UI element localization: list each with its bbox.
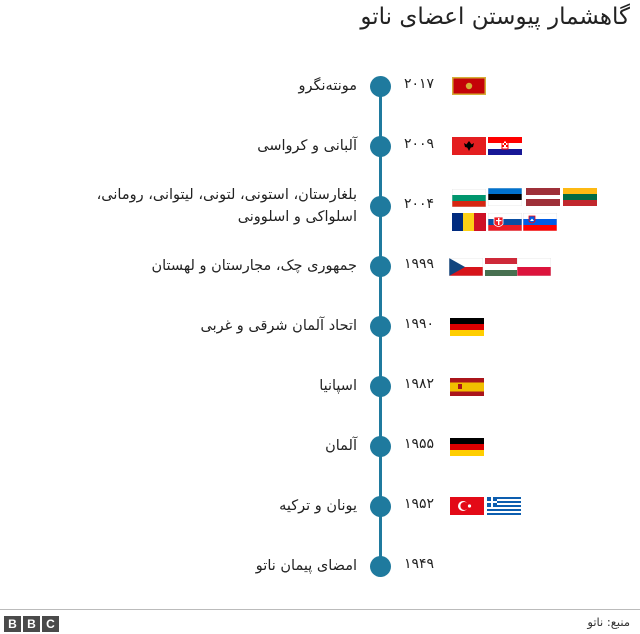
timeline-row-1949: ۱۹۴۹ امضای پیمان ناتو <box>0 536 640 596</box>
lithuania-flag <box>563 188 597 206</box>
timeline-dot <box>370 136 391 157</box>
year-label: ۲۰۱۷ <box>404 76 435 92</box>
slovenia-flag <box>523 213 557 231</box>
year-label: ۲۰۰۴ <box>404 196 435 212</box>
event-label: امضای پیمان ناتو <box>255 558 357 574</box>
timeline-row-2009: ۲۰۰۹ آلبانی و کرواسی <box>0 116 640 176</box>
slovakia-flag <box>488 213 522 231</box>
czech-flag <box>449 258 483 276</box>
chart-title: گاهشمار پیوستن اعضای ناتو <box>360 4 630 30</box>
hungary-flag <box>485 258 519 276</box>
event-label: آلبانی و کرواسی <box>257 138 357 154</box>
year-label: ۱۹۹۰ <box>404 316 435 332</box>
footer-divider <box>0 609 640 610</box>
timeline-dot <box>370 496 391 517</box>
event-label: آلمان <box>325 438 357 454</box>
timeline-dot <box>370 196 391 217</box>
timeline-row-1990: ۱۹۹۰ اتحاد آلمان شرقی و غربی <box>0 296 640 356</box>
event-label: یونان و ترکیه <box>279 498 357 514</box>
year-label: ۱۹۵۵ <box>404 436 435 452</box>
year-label: ۱۹۴۹ <box>404 556 435 572</box>
croatia-flag <box>488 137 522 155</box>
event-label: بلغارستان، استونی، لتونی، لیتوانی، رومان… <box>96 187 357 225</box>
poland-flag <box>517 258 551 276</box>
timeline-row-1952: ۱۹۵۲ یونان و ترکیه <box>0 476 640 536</box>
timeline-dot <box>370 256 391 277</box>
spain-flag <box>450 378 484 396</box>
event-label: مونته‌نگرو <box>298 78 358 94</box>
germany-flag <box>450 438 484 456</box>
timeline-row-1999: ۱۹۹۹ جمهوری چک، مجارستان و لهستان <box>0 236 640 296</box>
timeline-dot <box>370 76 391 97</box>
germany-flag <box>450 318 484 336</box>
year-label: ۱۹۵۲ <box>404 496 435 512</box>
year-label: ۱۹۸۲ <box>404 376 435 392</box>
source-note: منبع: ناتو <box>587 615 630 629</box>
montenegro-flag <box>452 77 486 95</box>
turkey-flag <box>450 497 484 515</box>
bulgaria-flag <box>452 189 486 207</box>
timeline-row-1955: ۱۹۵۵ آلمان <box>0 416 640 476</box>
timeline-row-2017: ۲۰۱۷ مونته‌نگرو <box>0 56 640 116</box>
estonia-flag <box>488 188 522 206</box>
timeline-row-2004: ۲۰۰۴ بلغارستان، استونی، لتونی، لیتوانی، … <box>0 176 640 236</box>
romania-flag <box>452 213 486 231</box>
event-label: جمهوری چک، مجارستان و لهستان <box>151 258 357 274</box>
year-label: ۱۹۹۹ <box>404 256 435 272</box>
timeline-dot <box>370 376 391 397</box>
timeline-dot <box>370 556 391 577</box>
event-label: اسپانیا <box>319 378 357 394</box>
latvia-flag <box>526 188 560 206</box>
year-label: ۲۰۰۹ <box>404 136 435 152</box>
greece-flag <box>487 497 521 515</box>
albania-flag <box>452 137 486 155</box>
timeline-dot <box>370 436 391 457</box>
timeline-row-1982: ۱۹۸۲ اسپانیا <box>0 356 640 416</box>
event-label: اتحاد آلمان شرقی و غربی <box>200 318 357 334</box>
timeline-dot <box>370 316 391 337</box>
